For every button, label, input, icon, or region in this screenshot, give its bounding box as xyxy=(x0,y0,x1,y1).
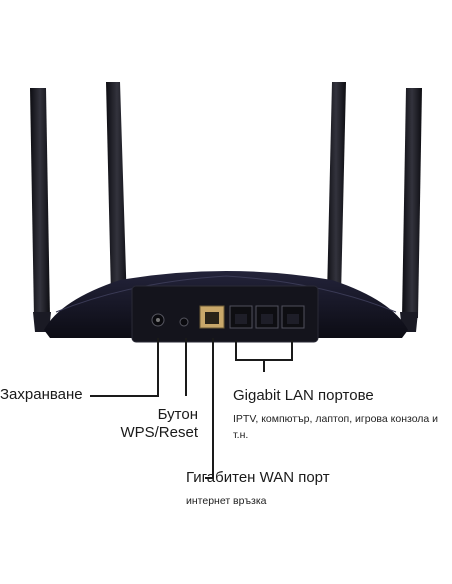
lan-port-2 xyxy=(255,305,279,329)
wps-reset-label: Бутон WPS/Reset xyxy=(110,406,198,442)
callout-power xyxy=(90,338,159,397)
power-port xyxy=(151,313,165,327)
antenna-left-outer xyxy=(30,88,51,332)
power-label: Захранване xyxy=(0,386,83,403)
callout-wan xyxy=(205,338,214,479)
lan-ports-title: Gigabit LAN портове xyxy=(233,387,374,404)
lan-port-1 xyxy=(229,305,253,329)
wps-label-line1: Бутон xyxy=(157,406,198,423)
wps-reset-button xyxy=(179,317,189,327)
callout-lines xyxy=(90,338,293,479)
wps-label-line2: WPS/Reset xyxy=(120,424,198,441)
antenna-right-outer xyxy=(400,88,422,332)
antenna-left-inner xyxy=(106,82,128,338)
lan-ports-description: IPTV, компютър, лаптоп, игрова конзола и… xyxy=(233,413,439,441)
lan-port-3 xyxy=(281,305,305,329)
antenna-right-inner xyxy=(326,82,346,338)
wan-port-description: интернет връзка xyxy=(186,495,267,507)
router-body xyxy=(44,271,408,343)
wan-port xyxy=(199,305,225,329)
wan-port-title: Гигабитен WAN порт xyxy=(186,469,330,486)
callout-lan xyxy=(235,340,293,372)
